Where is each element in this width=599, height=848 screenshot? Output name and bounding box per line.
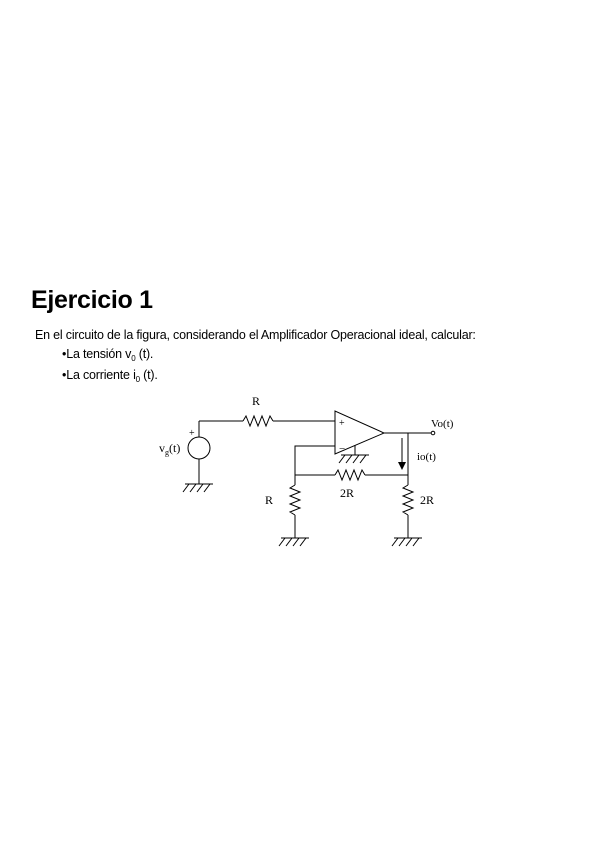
question-subscript: 0 xyxy=(131,354,136,363)
exercise-statement: En el circuito de la figura, considerand… xyxy=(35,328,476,342)
ground-icon xyxy=(278,537,309,547)
source-label: vg(t) xyxy=(159,441,180,457)
ground-icon xyxy=(182,483,213,493)
load-resistor-label: 2R xyxy=(420,493,434,507)
opamp-minus-sign: − xyxy=(339,443,345,455)
ground-icon xyxy=(391,537,422,547)
question-text: La corriente i xyxy=(66,368,136,382)
question-item-voltage: •La tensión v0 (t). xyxy=(62,346,158,367)
opamp-plus-sign: + xyxy=(339,418,345,429)
voltage-source-symbol xyxy=(187,436,211,460)
question-tail: (t). xyxy=(135,347,154,361)
question-list: •La tensión v0 (t). •La corriente i0 (t)… xyxy=(62,346,158,388)
question-item-current: •La corriente i0 (t). xyxy=(62,367,158,388)
ground-resistor-label: R xyxy=(265,493,273,507)
current-arrow-icon: io(t) xyxy=(398,438,436,470)
question-text: La tensión v xyxy=(66,347,132,361)
input-resistor: R xyxy=(199,394,335,428)
inverting-input-wire xyxy=(294,445,335,475)
input-resistor-label: R xyxy=(252,394,260,408)
feedback-resistor: 2R xyxy=(295,433,409,500)
voltage-source: + vg(t) xyxy=(159,421,211,484)
exercise-title: Ejercicio 1 xyxy=(31,286,153,314)
opamp-symbol: + − xyxy=(334,410,386,464)
ground-resistor: R xyxy=(265,475,302,538)
bullet-mark: • xyxy=(62,347,67,361)
bullet-mark: • xyxy=(62,368,67,382)
output-current-label: io(t) xyxy=(417,451,436,463)
source-plus-sign: + xyxy=(189,428,195,439)
output-voltage-label: Vo(t) xyxy=(431,418,454,430)
feedback-resistor-label: 2R xyxy=(340,486,354,500)
question-subscript: 0 xyxy=(135,375,140,384)
load-resistor: 2R xyxy=(401,475,434,538)
question-tail: (t). xyxy=(139,368,158,382)
output-node: Vo(t) xyxy=(384,418,454,436)
